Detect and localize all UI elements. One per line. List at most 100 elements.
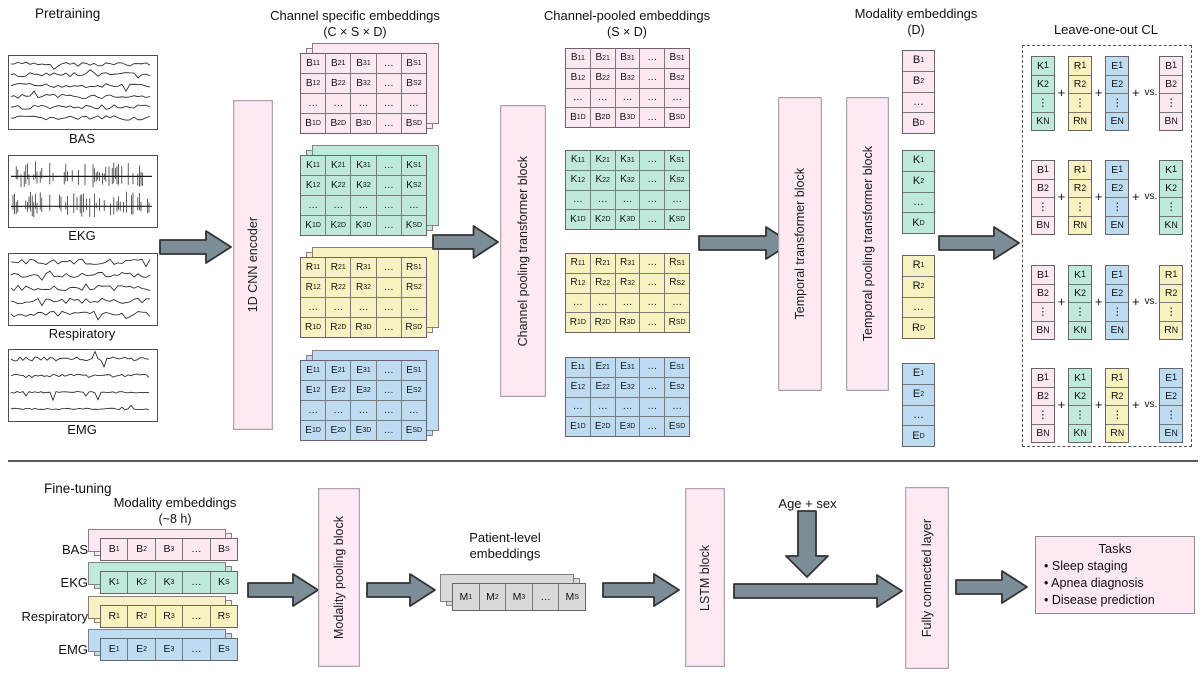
task-item: Disease prediction (1044, 592, 1186, 609)
matrix-cell: … (401, 196, 426, 215)
loo-vector-cell: ⋮ (1106, 406, 1129, 424)
flow-arrow-ftrows-to-mpool (247, 572, 319, 608)
matrix-cell: … (665, 293, 689, 313)
loo-vector-cell: ⋮ (1106, 303, 1129, 321)
pretraining-section-label: Pretraining (35, 6, 101, 21)
loo-vector-cell: ⋮ (1032, 94, 1054, 112)
signal-label-emg: EMG (67, 422, 97, 437)
ft-row-label-ekg: EKG (60, 575, 88, 590)
matrix-cell: … (326, 298, 351, 317)
plus-operator: + (1057, 85, 1066, 100)
cnn-encoder-label: 1D CNN encoder (246, 217, 260, 313)
temporal-transformer-label: Temporal transformer block (793, 168, 807, 320)
matrix-cell: … (566, 190, 590, 210)
matrix-cell: … (351, 298, 376, 317)
strip-cell: … (183, 606, 210, 627)
matrix-cell: … (376, 156, 401, 175)
vector-cell: … (903, 405, 934, 426)
cnn-encoder-block: 1D CNN encoder (233, 100, 273, 430)
channel-pooling-block: Channel pooling transformer block (500, 105, 546, 397)
matrix-cell: … (301, 94, 326, 113)
plus-operator: + (1094, 294, 1103, 309)
vs-operator: vs. (1144, 296, 1158, 307)
plus-operator: + (1057, 294, 1066, 309)
plus-operator: + (1131, 189, 1140, 204)
matrix-cell: … (640, 293, 665, 313)
matrix-cell: … (640, 68, 665, 88)
plus-operator: + (1131, 294, 1140, 309)
matrix-cell: … (640, 273, 665, 293)
matrix-cell: … (640, 49, 665, 68)
matrix-cell: … (590, 190, 615, 210)
lstm-label: LSTM block (698, 544, 712, 611)
matrix-cell: … (640, 417, 665, 436)
matrix-cell: … (566, 397, 590, 417)
loo-vector-cell: ⋮ (1032, 303, 1054, 321)
matrix-cell: … (376, 114, 401, 133)
vector-cell: … (903, 297, 934, 318)
flow-arrow-agesex-down (785, 510, 829, 578)
loo-vector-cell: ⋮ (1160, 94, 1182, 112)
matrix-cell: … (590, 88, 615, 108)
